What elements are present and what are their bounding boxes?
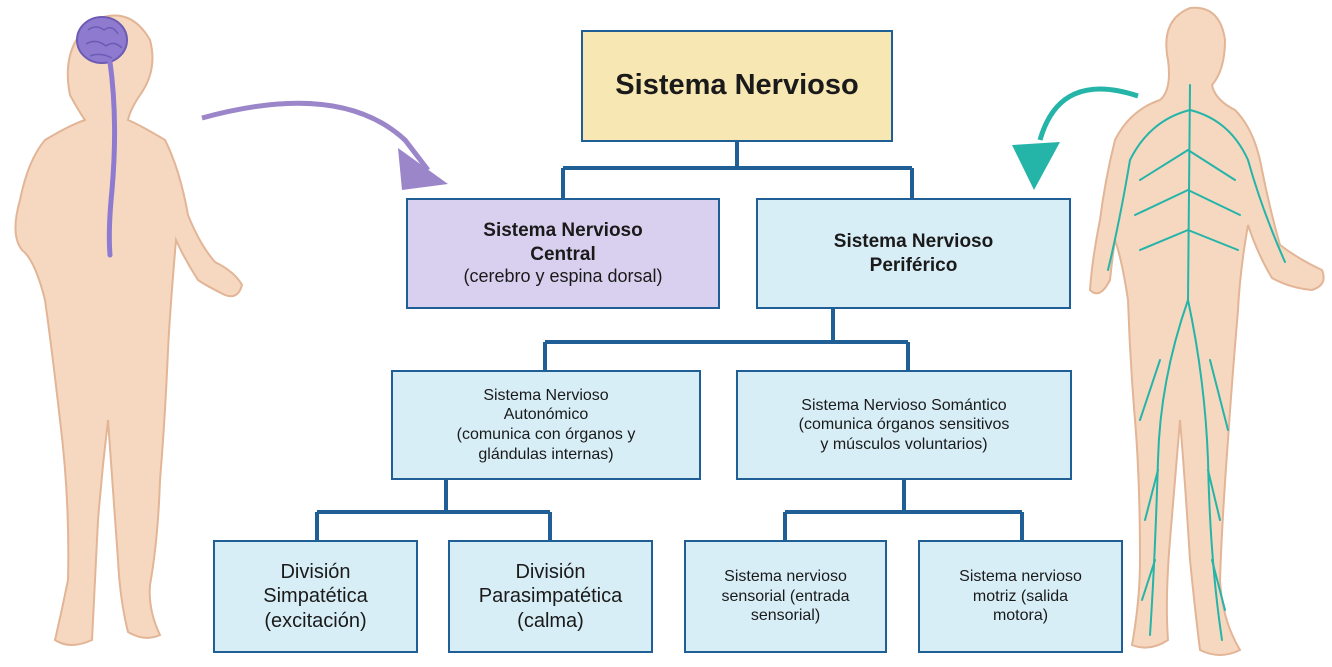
parasympathetic-line1: División [515,560,586,583]
parasympathetic-line2: Parasimpatética [478,585,623,608]
teal-arrowhead [1012,142,1060,190]
somatic-line3: y músculos voluntarios) [820,435,988,453]
central-subtitle: (cerebro y espina dorsal) [463,265,663,286]
somatic-line1: Sistema Nervioso Somántico [801,396,1007,414]
autonomic-nervous-system-node: Sistema Nervioso Autonómico (comunica co… [391,370,701,480]
sensory-line3: sensorial) [750,607,821,625]
sympathetic-line1: División [280,560,351,583]
central-title-line1: Sistema Nervioso [483,220,643,242]
autonomic-line1: Sistema Nervioso [483,386,609,404]
peripheral-nervous-system-node: Sistema Nervioso Periférico [756,198,1071,309]
autonomic-line3: (comunica con órganos y [456,426,636,443]
sympathetic-division-node: División Simpatética (excitación) [213,540,418,653]
central-title-line2: Central [530,243,596,265]
central-nervous-system-node: Sistema Nervioso Central (cerebro y espi… [406,198,720,309]
motor-line2: motriz (salida [972,587,1069,605]
sensory-line2: sensorial (entrada [721,587,850,605]
autonomic-line2: Autonómico [503,406,589,424]
root-node: Sistema Nervioso [581,30,893,142]
purple-arrow [201,100,430,172]
peripheral-line1: Sistema Nervioso [833,231,994,253]
sympathetic-line3: (excitación) [264,609,367,632]
parasympathetic-division-node: División Parasimpatética (calma) [448,540,653,653]
connector-somatic-level3 [783,480,1024,540]
peripheral-line2: Periférico [869,254,958,276]
autonomic-line4: glándulas internas) [478,445,614,463]
motor-line1: Sistema nervioso [959,568,1082,586]
connector-peripheral-level2 [543,309,910,370]
teal-arrow [1037,86,1139,141]
motor-nervous-system-node: Sistema nervioso motriz (salida motora) [918,540,1123,653]
sensory-nervous-system-node: Sistema nervioso sensorial (entrada sens… [684,540,887,653]
parasympathetic-line3: (calma) [517,609,584,632]
motor-line3: motora) [992,607,1049,625]
sympathetic-line2: Simpatética [263,585,368,608]
somatic-nervous-system-node: Sistema Nervioso Somántico (comunica órg… [736,370,1072,480]
purple-arrowhead [398,148,448,190]
sensory-line1: Sistema nervioso [724,568,847,586]
somatic-line2: (comunica órganos sensitivos [798,416,1010,434]
root-label: Sistema Nervioso [615,69,859,102]
connector-root-level1 [561,142,914,198]
connector-autonomic-level3 [315,480,552,540]
